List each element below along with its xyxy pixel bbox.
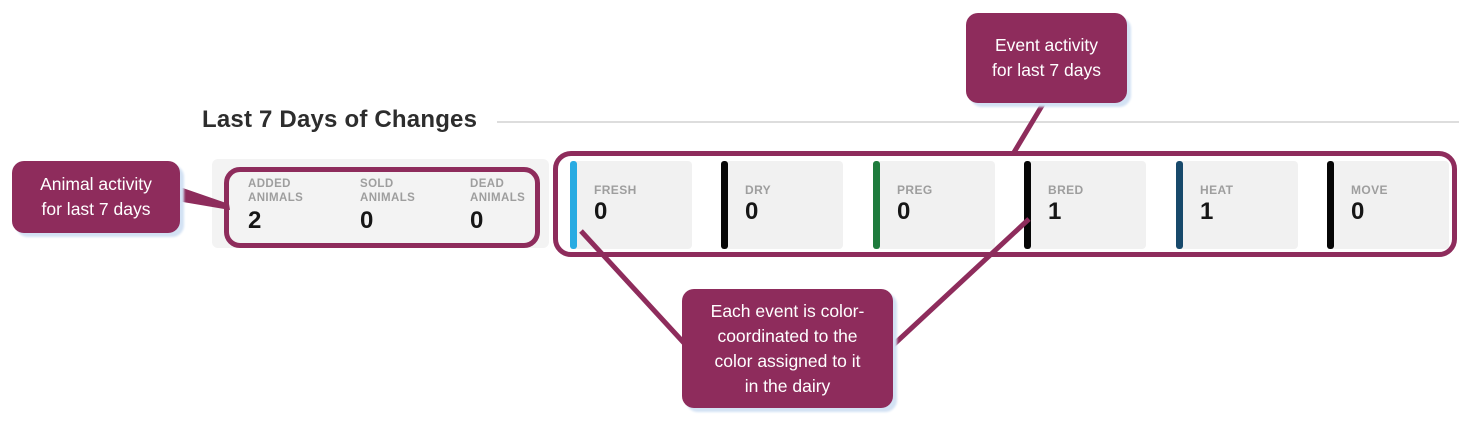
event-tile-label: MOVE	[1351, 183, 1388, 197]
event-activity-callout: Event activity for last 7 days	[966, 13, 1127, 103]
event-color-stripe	[1327, 161, 1334, 249]
stat-value: 0	[470, 207, 484, 234]
color-coordination-callout: Each event is color- coordinated to the …	[682, 289, 893, 408]
animal-stats-row: ADDED ANIMALS 2 SOLD ANIMALS 0 DEAD ANIM…	[248, 178, 582, 234]
event-tile-value: 1	[1200, 198, 1214, 225]
event-tile-heat[interactable]: HEAT 1	[1176, 161, 1298, 249]
animal-activity-panel: ADDED ANIMALS 2 SOLD ANIMALS 0 DEAD ANIM…	[212, 159, 549, 248]
event-tile-dry[interactable]: DRY 0	[721, 161, 843, 249]
event-callout-line	[1010, 102, 1046, 156]
stat-dead-animals: DEAD ANIMALS 0	[470, 178, 582, 234]
section-divider	[497, 121, 1459, 123]
event-tile-label: PREG	[897, 183, 933, 197]
stat-label: DEAD ANIMALS	[470, 178, 526, 204]
event-tile-value: 0	[1351, 198, 1365, 225]
event-color-stripe	[721, 161, 728, 249]
event-tile-fresh[interactable]: FRESH 0	[570, 161, 692, 249]
event-tile-label: BRED	[1048, 183, 1084, 197]
event-color-stripe	[570, 161, 577, 249]
event-tile-preg[interactable]: PREG 0	[873, 161, 995, 249]
event-tile-value: 1	[1048, 198, 1062, 225]
section-title: Last 7 Days of Changes	[202, 106, 478, 133]
event-tile-move[interactable]: MOVE 0	[1327, 161, 1449, 249]
animal-activity-callout: Animal activity for last 7 days	[12, 161, 180, 233]
stat-value: 0	[360, 207, 374, 234]
event-tile-value: 0	[745, 198, 759, 225]
stat-label: ADDED ANIMALS	[248, 178, 304, 204]
stat-label: SOLD ANIMALS	[360, 178, 416, 204]
event-color-stripe	[1024, 161, 1031, 249]
event-tile-label: HEAT	[1200, 183, 1234, 197]
event-tile-value: 0	[897, 198, 911, 225]
event-tile-label: FRESH	[594, 183, 637, 197]
event-tile-label: DRY	[745, 183, 772, 197]
stat-sold-animals: SOLD ANIMALS 0	[360, 178, 470, 234]
event-tile-value: 0	[594, 198, 608, 225]
event-color-stripe	[873, 161, 880, 249]
event-color-stripe	[1176, 161, 1183, 249]
stat-value: 2	[248, 207, 262, 234]
event-tile-bred[interactable]: BRED 1	[1024, 161, 1146, 249]
stat-added-animals: ADDED ANIMALS 2	[248, 178, 360, 234]
